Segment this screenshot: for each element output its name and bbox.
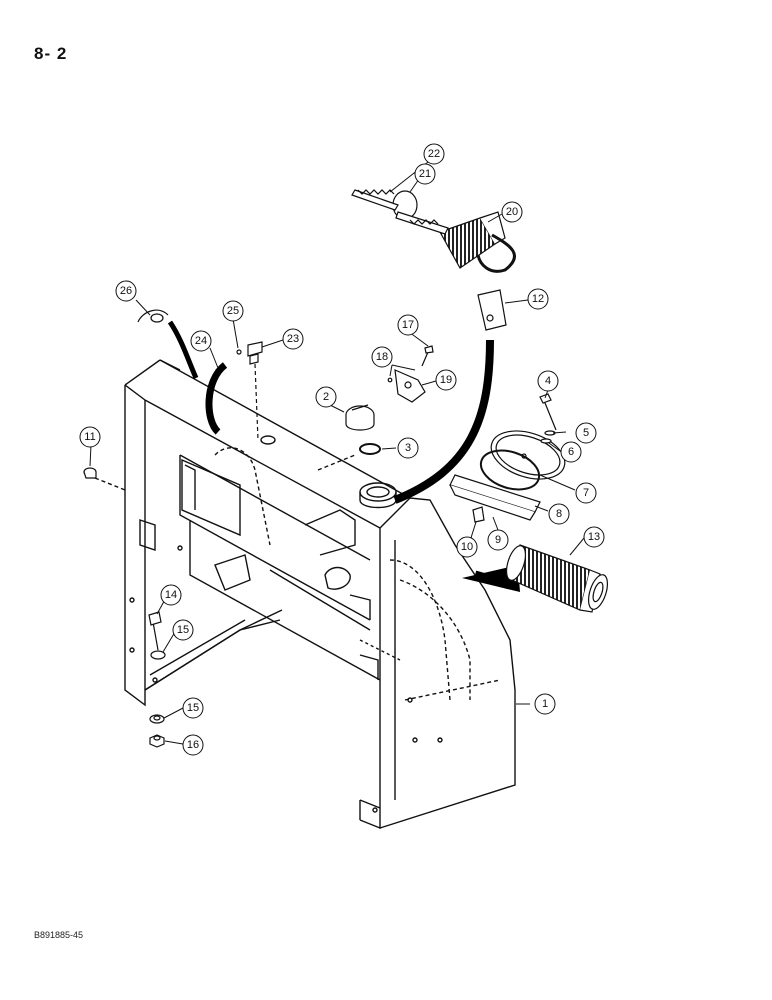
figure-code: B891885-45 (34, 930, 84, 940)
callout-9: 9 (487, 529, 509, 551)
callout-24: 24 (190, 330, 212, 352)
callout-15-upper: 15 (172, 619, 194, 641)
breather-hose (205, 362, 228, 435)
breather-fitting (236, 341, 263, 441)
arrow-to-strainer (462, 565, 520, 592)
callout-2: 2 (315, 386, 337, 408)
svg-text:18: 18 (376, 351, 388, 363)
callout-16: 16 (182, 734, 204, 756)
key-ring-and-keys (351, 189, 449, 235)
callout-26: 26 (115, 280, 137, 302)
callout-13: 13 (583, 526, 605, 548)
cover-gasket (479, 449, 541, 491)
svg-text:9: 9 (495, 534, 501, 546)
lock-bracket (387, 345, 434, 403)
callout-10: 10 (456, 536, 478, 558)
svg-text:14: 14 (165, 589, 177, 601)
svg-text:7: 7 (583, 487, 589, 499)
callout-20: 20 (501, 201, 523, 223)
callout-7: 7 (575, 482, 597, 504)
svg-text:15: 15 (187, 702, 199, 714)
svg-text:6: 6 (568, 446, 574, 458)
svg-text:24: 24 (195, 335, 207, 347)
svg-text:20: 20 (506, 206, 518, 218)
svg-text:4: 4 (545, 375, 551, 387)
baffle-bar (449, 474, 541, 523)
svg-text:12: 12 (532, 293, 544, 305)
callout-22: 22 (423, 143, 445, 165)
callout-4: 4 (537, 370, 559, 392)
svg-text:26: 26 (120, 285, 132, 297)
svg-text:21: 21 (419, 168, 431, 180)
svg-text:3: 3 (405, 442, 411, 454)
callout-15-lower: 15 (182, 697, 204, 719)
svg-text:1: 1 (542, 698, 548, 710)
tank-frame (94, 359, 516, 829)
svg-text:23: 23 (287, 333, 299, 345)
callout-14: 14 (160, 584, 182, 606)
lock-plate (477, 289, 507, 331)
page-number: 8- 2 (34, 44, 68, 63)
svg-text:25: 25 (227, 305, 239, 317)
callout-21: 21 (414, 163, 436, 185)
callout-25: 25 (222, 300, 244, 322)
callout-11: 11 (79, 426, 101, 448)
svg-text:15: 15 (177, 624, 189, 636)
callout-17: 17 (397, 314, 419, 336)
callout-8: 8 (548, 503, 570, 525)
mounting-hardware (148, 611, 166, 748)
suction-strainer (505, 544, 609, 613)
callout-12: 12 (527, 288, 549, 310)
svg-text:16: 16 (187, 739, 199, 751)
callout-19: 19 (435, 369, 457, 391)
callout-18: 18 (371, 346, 393, 368)
svg-text:11: 11 (84, 431, 95, 443)
callout-3: 3 (397, 437, 419, 459)
svg-text:22: 22 (428, 148, 440, 160)
o-ring (359, 443, 381, 455)
svg-text:5: 5 (583, 427, 589, 439)
svg-text:10: 10 (461, 541, 473, 553)
filler-cap (345, 404, 375, 431)
callout-6: 6 (560, 441, 582, 463)
callouts: 1 2 3 4 5 6 7 8 9 10 11 12 13 14 15 15 1… (79, 143, 605, 756)
drain-plug (83, 467, 97, 479)
callout-23: 23 (282, 328, 304, 350)
cable-tie (137, 309, 169, 323)
padlock (439, 211, 516, 273)
svg-text:13: 13 (588, 531, 600, 543)
callout-5: 5 (575, 422, 597, 444)
svg-text:2: 2 (323, 391, 329, 403)
callout-1: 1 (534, 693, 556, 715)
svg-text:8: 8 (556, 508, 562, 520)
strainer-cover (490, 393, 566, 480)
svg-text:17: 17 (402, 319, 414, 331)
svg-text:19: 19 (440, 374, 452, 386)
